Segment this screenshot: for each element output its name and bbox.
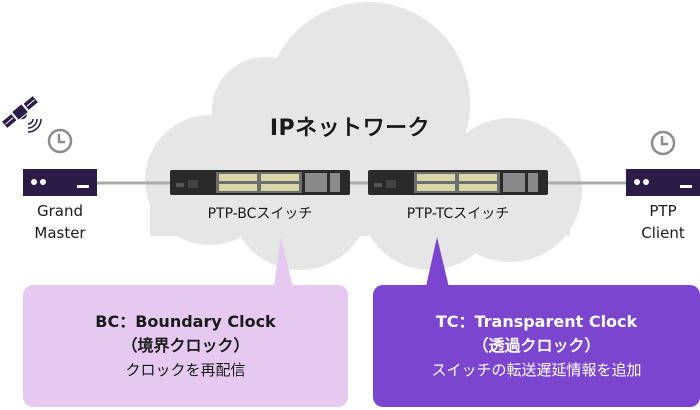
tc-callout-text: TC：Transparent Clock （透過クロック） スイッチの転送遅延情… [373,310,700,382]
clock-icon-ptp-client [650,130,676,156]
bc-callout-subtitle: （境界クロック） [121,336,250,355]
tc-callout-title: TC：Transparent Clock [435,312,638,331]
bc-callout-description: クロックを再配信 [125,361,246,379]
grand-master-label: Grand Master [5,200,115,244]
clock-icon-grand-master [47,128,73,154]
ptp-client-device [626,169,700,196]
ptp-client-label: PTP Client [608,200,700,244]
bc-callout-title: BC：Boundary Clock [95,312,276,331]
grand-master-device [23,169,97,196]
satellite-icon [2,96,38,128]
bc-switch-device [170,170,350,195]
tc-callout-box [373,237,700,407]
bc-callout-text: BC：Boundary Clock （境界クロック） クロックを再配信 [23,310,348,382]
bc-switch-label: PTP-BCスイッチ [207,206,313,222]
ptp-client-label-line1: PTP [649,202,677,220]
tc-switch-device [368,170,548,195]
tc-switch-label: PTP-TCスイッチ [406,206,510,222]
network-title: IPネットワーク [269,116,431,141]
tc-callout-subtitle: （透過クロック） [472,336,601,355]
bc-callout-box [23,237,348,407]
signal-waves-icon [27,118,42,133]
grand-master-label-line2: Master [34,224,86,242]
tc-callout-description: スイッチの転送遅延情報を追加 [431,361,642,379]
ptp-client-label-line2: Client [641,224,685,242]
grand-master-label-line1: Grand [36,202,83,220]
